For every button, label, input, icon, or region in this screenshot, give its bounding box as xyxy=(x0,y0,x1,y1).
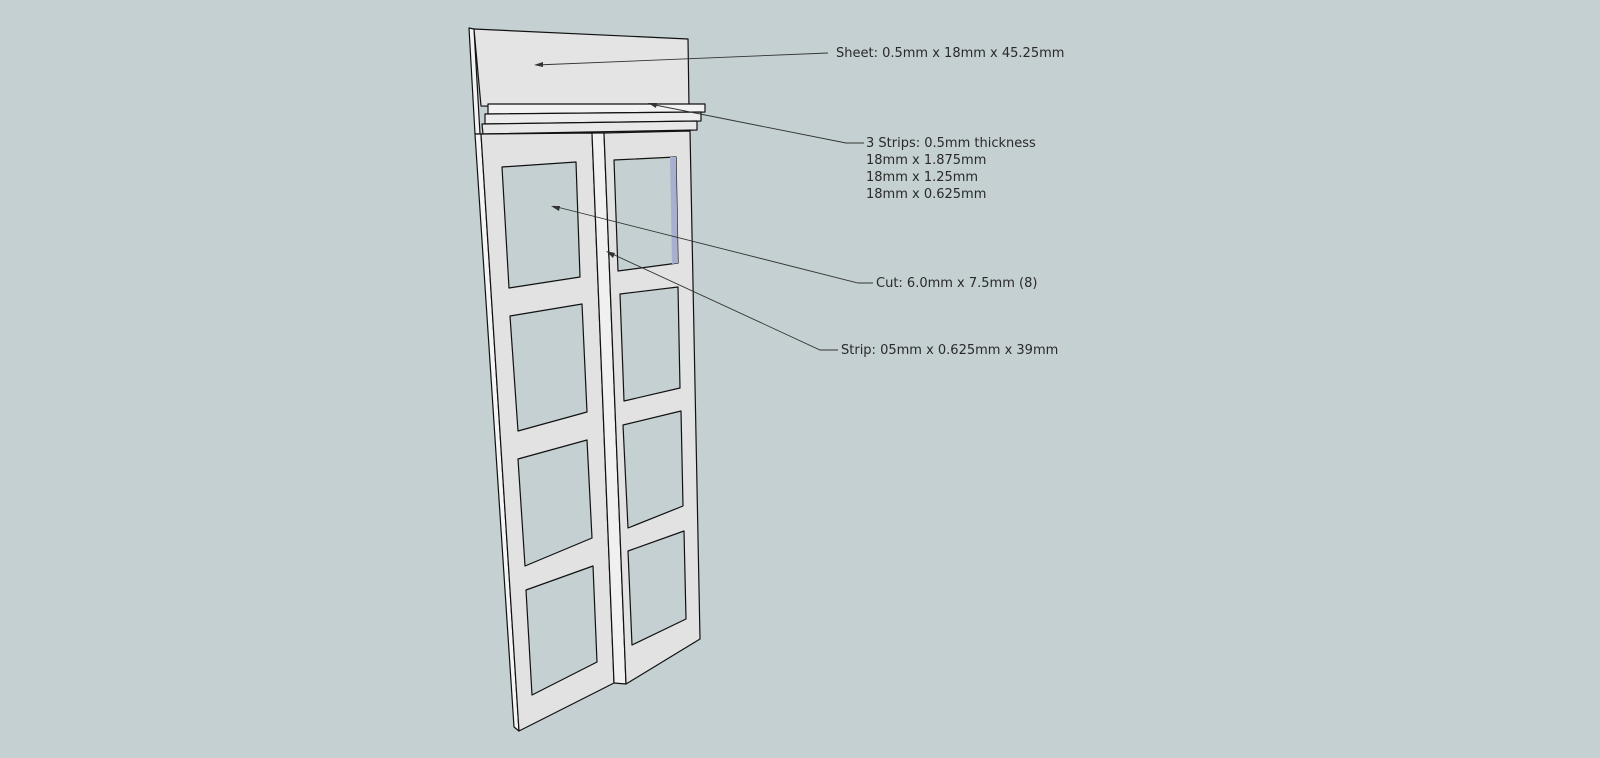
pane xyxy=(501,161,581,289)
strip-3 xyxy=(481,120,698,135)
pane xyxy=(517,439,593,567)
strips-label-line: 3 Strips: 0.5mm thickness xyxy=(866,136,1036,151)
sheet-label: Sheet: 0.5mm x 18mm x 45.25mm xyxy=(836,45,1064,62)
strip-label-text: Strip: 05mm x 0.625mm x 39mm xyxy=(841,343,1059,358)
pane xyxy=(627,530,687,646)
pane xyxy=(509,303,588,432)
strip-2 xyxy=(484,111,702,125)
strip-1 xyxy=(487,103,706,115)
left-panes xyxy=(501,161,598,696)
strips-label-line: 18mm x 1.875mm xyxy=(866,153,987,168)
top-sheet xyxy=(473,28,690,109)
right-panes xyxy=(613,156,687,646)
door-model xyxy=(468,27,706,732)
strips-label-line: 18mm x 1.25mm xyxy=(866,170,979,185)
cut-label: Cut: 6.0mm x 7.5mm (8) xyxy=(876,275,1037,292)
strips-label: 3 Strips: 0.5mm thickness 18mm x 1.875mm… xyxy=(866,135,1036,203)
strip-leader xyxy=(607,251,838,351)
strips-label-line: 18mm x 0.625mm xyxy=(866,187,987,202)
cut-arrowhead xyxy=(551,206,560,211)
cut-leader xyxy=(552,205,873,284)
sheet-label-text: Sheet: 0.5mm x 18mm x 45.25mm xyxy=(836,46,1065,61)
cut-label-text: Cut: 6.0mm x 7.5mm (8) xyxy=(876,276,1038,291)
sheet-arrowhead xyxy=(534,62,543,67)
pane xyxy=(619,286,681,402)
pane xyxy=(613,156,679,272)
strips-leader xyxy=(649,103,864,144)
pane xyxy=(525,565,598,696)
pane xyxy=(622,410,684,529)
arrowheads xyxy=(534,62,657,258)
strips-arrowhead xyxy=(648,103,657,108)
leader-lines xyxy=(535,52,873,351)
strip-label: Strip: 05mm x 0.625mm x 39mm xyxy=(841,342,1058,359)
sheet-leader xyxy=(535,52,829,66)
strip-arrowhead xyxy=(606,251,615,258)
